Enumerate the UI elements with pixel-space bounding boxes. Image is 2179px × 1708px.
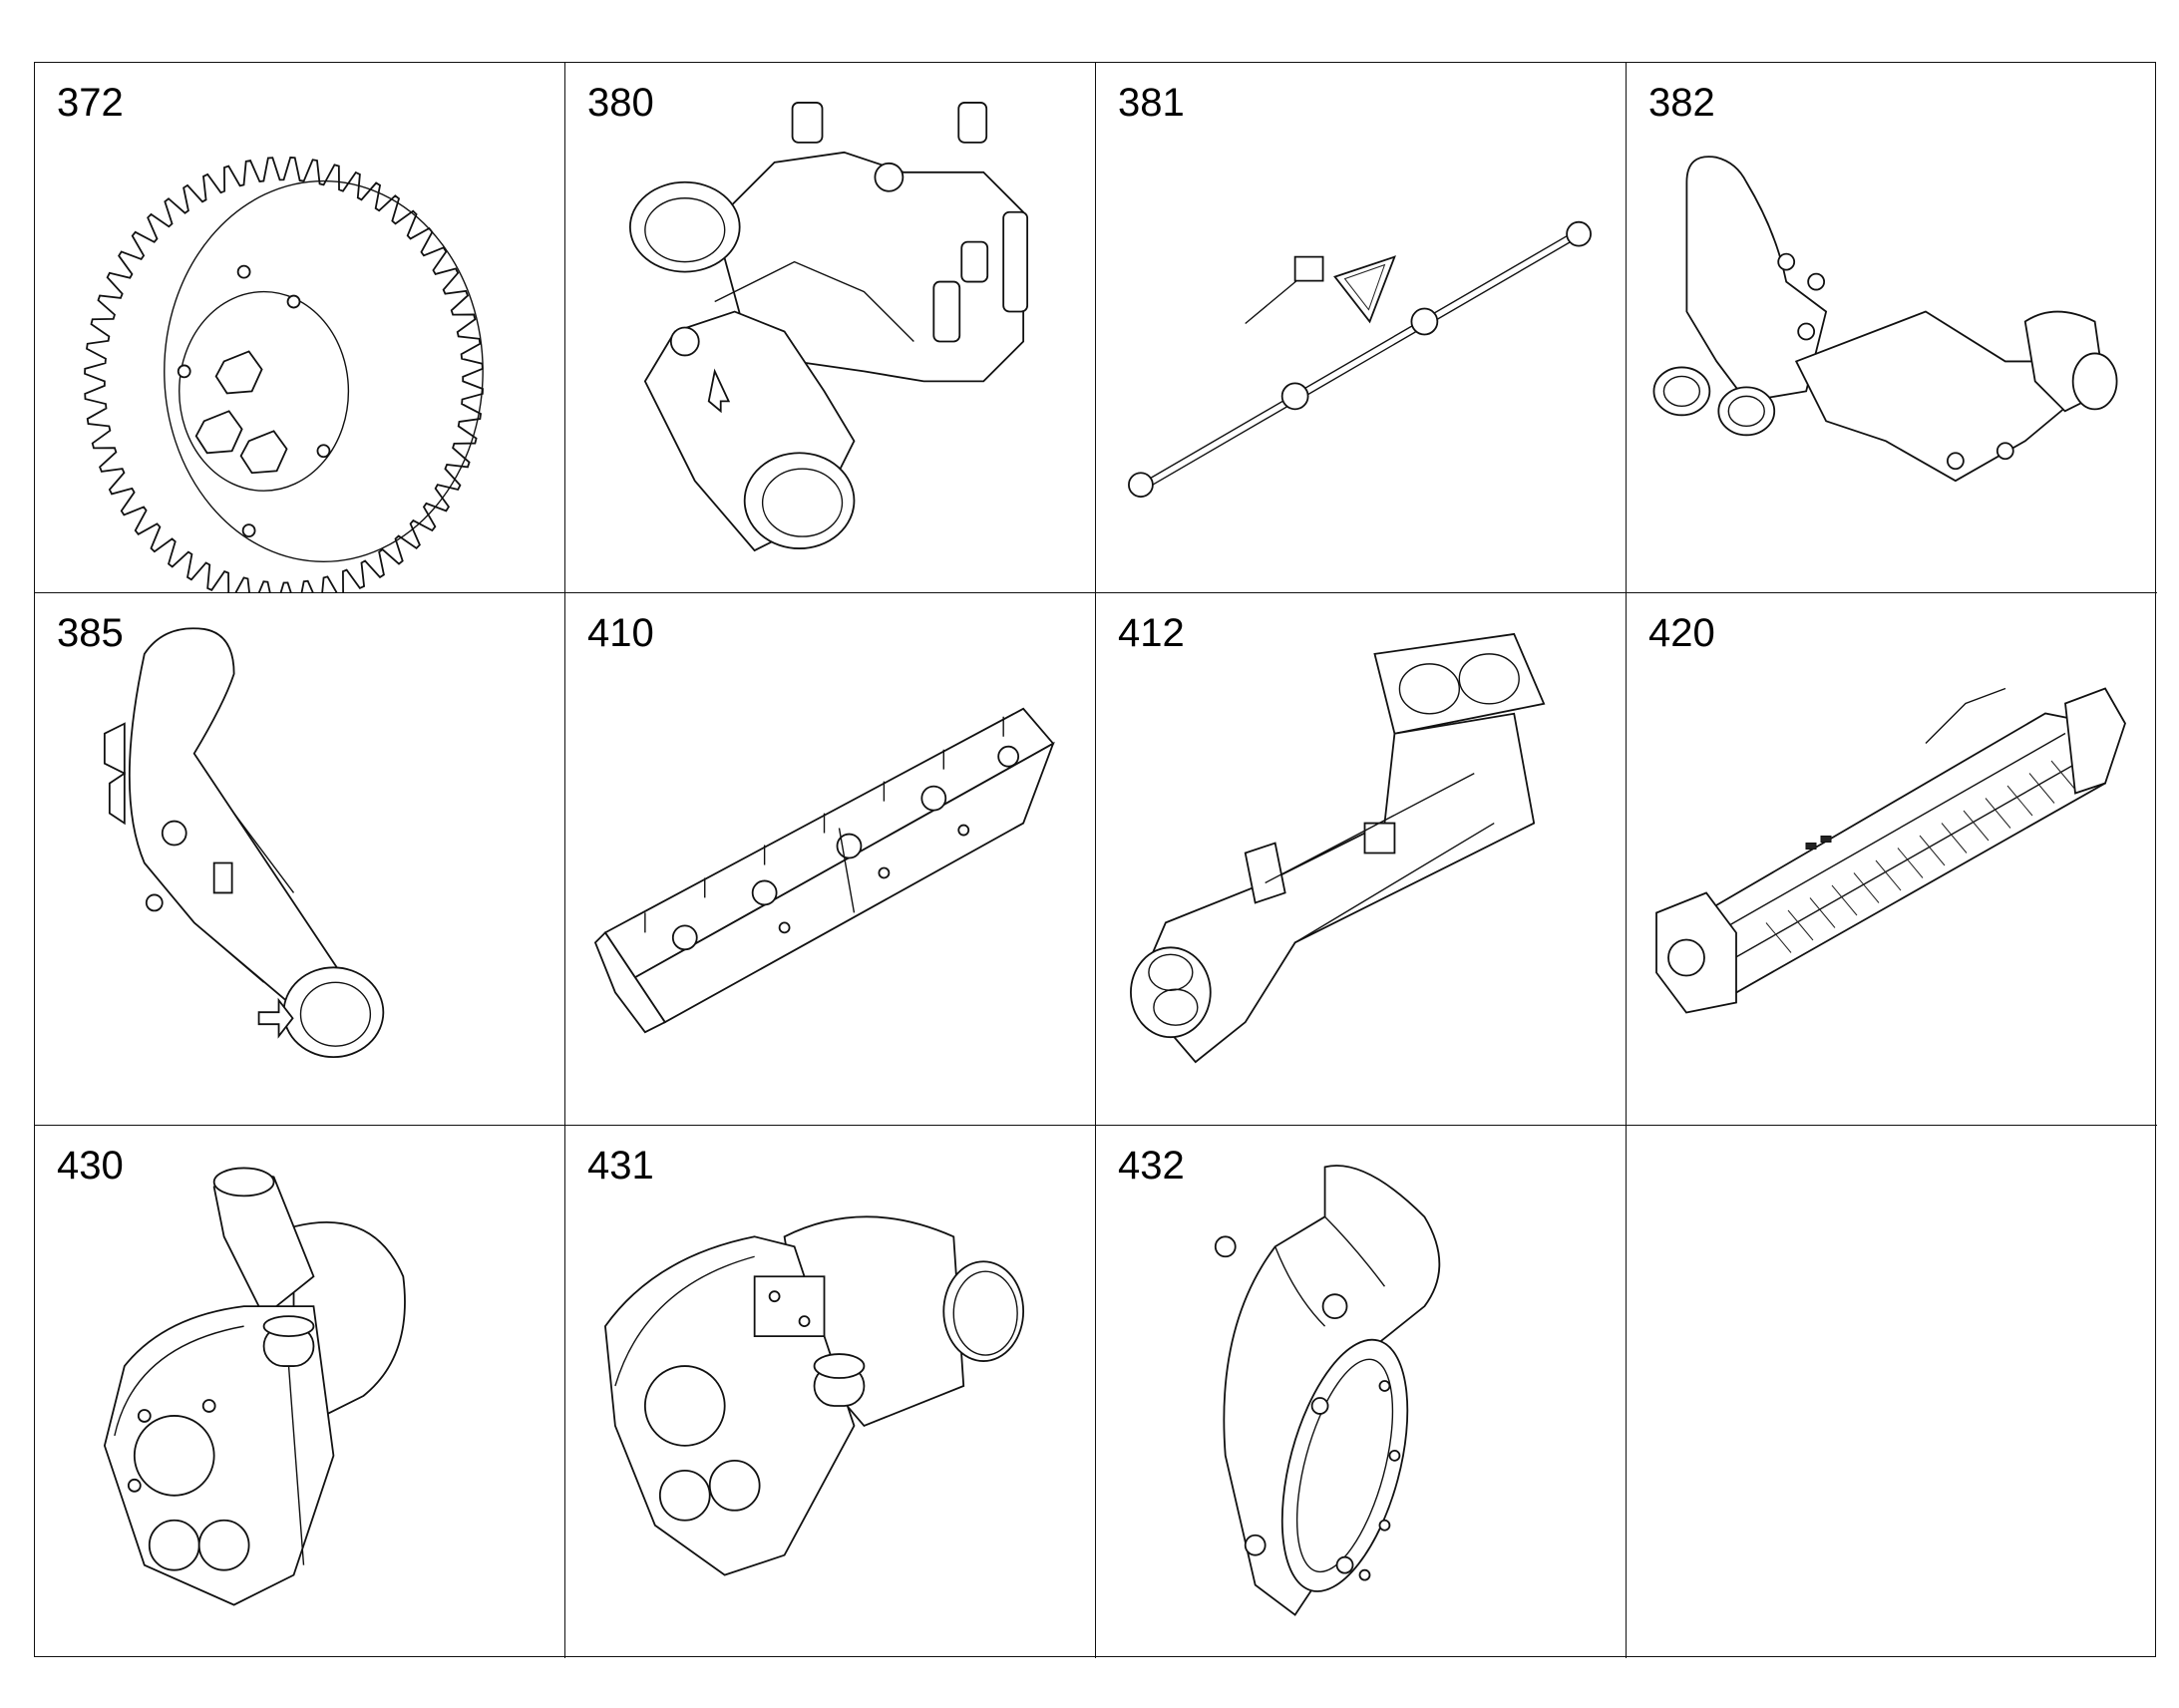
part-cell-410[interactable]: 410 [565,593,1096,1126]
turbocharger-icon [35,1126,564,1658]
part-cell-372[interactable]: 372 [35,63,565,593]
part-cell-412[interactable]: 412 [1096,593,1627,1126]
egr-cooler-icon [1627,593,2157,1125]
pipe-assembly-icon [1096,63,1626,592]
cooler-fin [1810,898,1835,928]
cooler-fin [2007,786,2032,816]
gear-teeth [85,158,483,592]
turbocharger-icon [565,1126,1095,1658]
cooler-fin [1964,811,1989,841]
part-cell-431[interactable]: 431 [565,1126,1096,1658]
part-number: 432 [1118,1144,1185,1188]
part-cell-empty [1627,1126,2157,1658]
gear-icon [35,63,564,592]
rail-bracket-icon [565,593,1095,1125]
cooler-fin [2029,774,2054,804]
cooler-fin [2051,761,2076,791]
cooler-fin [1876,860,1901,890]
part-number: 420 [1648,611,1715,655]
pump-housing-icon [565,63,1095,592]
manifold-pipe-icon [1627,63,2157,592]
part-number: 382 [1648,81,1715,125]
exhaust-manifold-icon [1096,593,1626,1125]
cooler-fin [1766,923,1791,953]
cooler-fin [1832,885,1857,915]
gear-rim [165,181,483,562]
part-cell-420[interactable]: 420 [1627,593,2157,1126]
part-number: 410 [587,611,654,655]
outlet-elbow-icon [1096,1126,1626,1658]
part-number: 412 [1118,611,1185,655]
part-cell-382[interactable]: 382 [1627,63,2157,593]
part-cell-430[interactable]: 430 [35,1126,565,1658]
part-number: 381 [1118,81,1185,125]
part-number: 385 [57,611,124,655]
part-number: 430 [57,1144,124,1188]
cooler-fin [1788,910,1813,940]
part-number: 372 [57,81,124,125]
elbow-pipe-icon [35,593,564,1125]
part-cell-432[interactable]: 432 [1096,1126,1627,1658]
cooler-fin [1898,849,1923,878]
part-number: 380 [587,81,654,125]
part-cell-381[interactable]: 381 [1096,63,1627,593]
part-number: 431 [587,1144,654,1188]
parts-grid: 372 380 [34,62,2157,1658]
part-cell-385[interactable]: 385 [35,593,565,1126]
cooler-fin [1920,836,1945,865]
cooler-fin [1942,824,1967,854]
part-cell-380[interactable]: 380 [565,63,1096,593]
cooler-fin [1986,799,2010,829]
cooler-fin [1854,873,1879,903]
